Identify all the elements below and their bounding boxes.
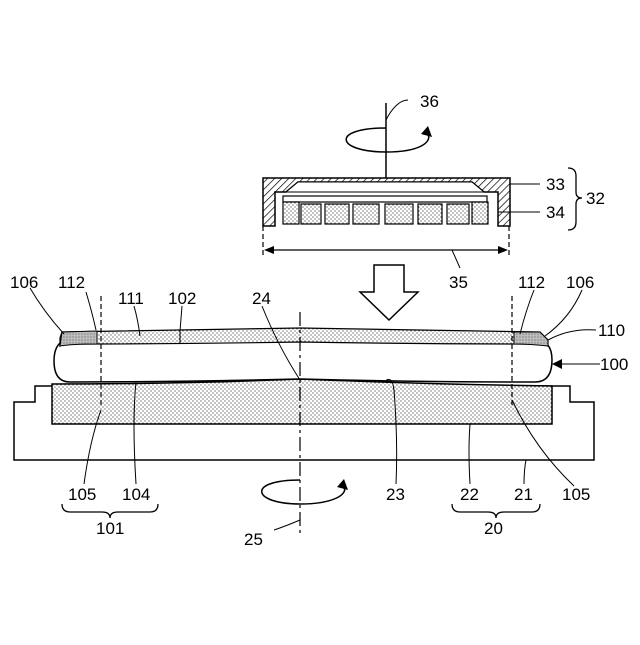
leader-112-left: [86, 292, 96, 330]
platen-22: [52, 379, 552, 424]
dim-arrow-right: [498, 246, 508, 254]
label-106-left: 106: [10, 273, 38, 292]
label-102: 102: [168, 289, 196, 308]
leader-106-right: [545, 290, 582, 336]
brace-101: [62, 504, 158, 518]
label-21: 21: [514, 485, 533, 504]
leader-110: [548, 330, 596, 340]
label-20: 20: [484, 519, 503, 538]
wafer-100: [54, 338, 552, 382]
label-112-right: 112: [518, 273, 545, 292]
head-rotation-arrow: [346, 128, 429, 152]
label-104: 104: [122, 485, 150, 504]
label-33: 33: [546, 175, 565, 194]
label-105-right: 105: [562, 485, 590, 504]
brace-20: [452, 504, 540, 518]
label-35: 35: [449, 273, 468, 292]
label-23: 23: [386, 485, 405, 504]
label-106-right: 106: [566, 273, 594, 292]
leader-21: [524, 460, 526, 484]
brace-32: [568, 168, 582, 230]
label-25: 25: [244, 530, 263, 549]
label-112-left: 112: [58, 273, 85, 292]
move-down-arrow: [360, 265, 418, 320]
label-100: 100: [600, 355, 628, 374]
label-24: 24: [252, 289, 271, 308]
arrowhead-100: [552, 359, 562, 369]
leader-36: [386, 100, 408, 120]
label-32: 32: [586, 189, 605, 208]
table-assembly: [14, 379, 594, 460]
leader-112-right: [520, 290, 534, 334]
label-34: 34: [546, 203, 565, 222]
label-110: 110: [598, 321, 625, 340]
label-22: 22: [460, 485, 479, 504]
table-rotation-arrowhead: [337, 479, 348, 490]
head-rotation-arrowhead: [421, 126, 432, 137]
leader-106-left: [30, 288, 64, 334]
label-101: 101: [96, 519, 124, 538]
leader-25: [274, 520, 300, 530]
polishing-head: [263, 100, 582, 268]
carrier-recess: [286, 182, 484, 192]
table-rotation-arrow: [262, 480, 345, 504]
pad-blocks-34: [283, 202, 488, 224]
dim-arrow-left: [264, 246, 274, 254]
edge-106-left: [60, 331, 97, 346]
pad-backing: [283, 196, 487, 202]
label-36: 36: [420, 92, 439, 111]
label-105-left: 105: [68, 485, 96, 504]
leader-102: [180, 306, 182, 331]
leader-35: [452, 250, 460, 268]
label-111: 111: [118, 289, 144, 308]
